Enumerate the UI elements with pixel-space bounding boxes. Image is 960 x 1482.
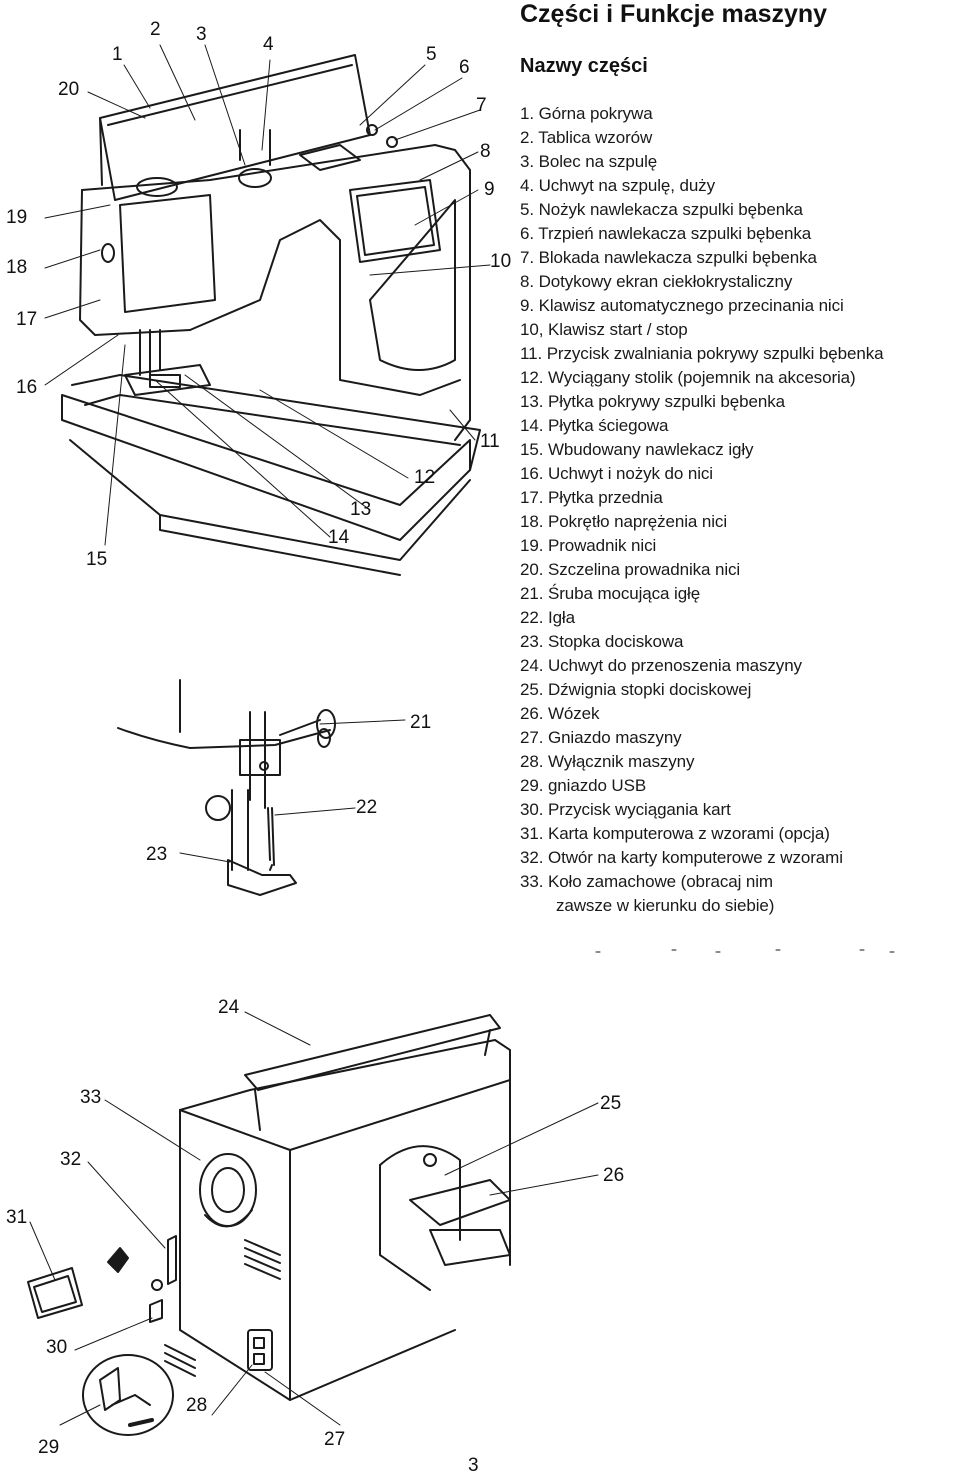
callout-leaders <box>29 44 599 1426</box>
callout-21: 21 <box>410 712 432 733</box>
rear-view-drawing <box>27 1014 511 1436</box>
parts-list-item: 26. Wózek <box>520 704 600 723</box>
callout-13: 13 <box>350 499 372 520</box>
parts-list-item-continuation: zawsze w kierunku do siebie) <box>556 896 775 915</box>
callout-28: 28 <box>186 1395 208 1416</box>
parts-list-item: 27. Gniazdo maszyny <box>520 728 682 747</box>
callout-4: 4 <box>263 34 274 55</box>
parts-list: 1. Górna pokrywa 2. Tablica wzorów 3. Bo… <box>520 102 960 918</box>
callout-23: 23 <box>146 844 168 865</box>
callout-8: 8 <box>480 141 491 162</box>
parts-list-item: 17. Płytka przednia <box>520 488 663 507</box>
callout-7: 7 <box>476 95 487 116</box>
callout-12: 12 <box>414 467 436 488</box>
callout-26: 26 <box>603 1165 625 1186</box>
parts-list-item: 23. Stopka dociskowa <box>520 632 684 651</box>
parts-list-item: 31. Karta komputerowa z wzorami (opcja) <box>520 824 830 843</box>
callout-14: 14 <box>328 527 350 548</box>
callout-6: 6 <box>459 57 470 78</box>
callout-19: 19 <box>6 207 28 228</box>
callout-1: 1 <box>112 44 123 65</box>
parts-list-item: 10, Klawisz start / stop <box>520 320 688 339</box>
callout-17: 17 <box>16 309 38 330</box>
presser-foot-drawing <box>117 679 336 896</box>
callout-30: 30 <box>46 1337 68 1358</box>
parts-list-item: 18. Pokrętło naprężenia nici <box>520 512 727 531</box>
callout-16: 16 <box>16 377 38 398</box>
parts-list-item: 24. Uchwyt do przenoszenia maszyny <box>520 656 802 675</box>
parts-list-item: 13. Płytka pokrywy szpulki bębenka <box>520 392 785 411</box>
parts-list-item: 12. Wyciągany stolik (pojemnik na akceso… <box>520 368 856 387</box>
callout-18: 18 <box>6 257 28 278</box>
parts-list-item: 14. Płytka ściegowa <box>520 416 669 435</box>
callout-24: 24 <box>218 997 240 1018</box>
page-title: Części i Funkcje maszyny <box>520 0 828 28</box>
callout-11: 11 <box>480 431 500 452</box>
callout-29: 29 <box>38 1437 60 1458</box>
parts-list-item: 16. Uchwyt i nożyk do nici <box>520 464 713 483</box>
parts-list-item: 3. Bolec na szpulę <box>520 152 658 171</box>
parts-list-item: 21. Śruba mocująca igłę <box>520 584 701 603</box>
callout-15: 15 <box>86 549 108 570</box>
callout-22: 22 <box>356 797 378 818</box>
parts-list-item: 7. Blokada nawlekacza szpulki bębenka <box>520 248 817 267</box>
parts-list-item: 19. Prowadnik nici <box>520 536 657 555</box>
page-number: 3 <box>468 1455 479 1476</box>
parts-list-item: 8. Dotykowy ekran ciekłokrystaliczny <box>520 272 793 291</box>
callout-5: 5 <box>426 44 437 65</box>
parts-list-item: 25. Dźwignia stopki dociskowej <box>520 680 752 699</box>
parts-list-item: 28. Wyłącznik maszyny <box>520 752 695 771</box>
parts-list-item: 29. gniazdo USB <box>520 776 647 795</box>
callout-33: 33 <box>80 1087 102 1108</box>
callout-32: 32 <box>60 1149 82 1170</box>
parts-list-item: 2. Tablica wzorów <box>520 128 653 147</box>
parts-list-item: 1. Górna pokrywa <box>520 104 653 123</box>
callout-25: 25 <box>600 1093 622 1114</box>
callout-27: 27 <box>324 1429 346 1450</box>
parts-list-item: 11. Przycisk zwalniania pokrywy szpulki … <box>520 344 884 363</box>
separator-dots <box>595 949 895 953</box>
callout-20: 20 <box>58 79 80 100</box>
parts-list-item: 33. Koło zamachowe (obracaj nim <box>520 872 773 891</box>
callout-31: 31 <box>6 1207 28 1228</box>
parts-list-item: 22. Igła <box>520 608 575 627</box>
parts-list-item: 4. Uchwyt na szpulę, duży <box>520 176 715 195</box>
callout-3: 3 <box>196 24 207 45</box>
section-subtitle: Nazwy części <box>520 55 648 77</box>
parts-list-item: 32. Otwór na karty komputerowe z wzorami <box>520 848 843 867</box>
parts-list-item: 5. Nożyk nawlekacza szpulki bębenka <box>520 200 803 219</box>
parts-list-item: 30. Przycisk wyciągania kart <box>520 800 731 819</box>
parts-list-item: 6. Trzpień nawlekacza szpulki bębenka <box>520 224 812 243</box>
front-view-drawing <box>61 54 481 576</box>
callout-10: 10 <box>490 251 512 272</box>
callout-2: 2 <box>150 19 161 40</box>
callout-9: 9 <box>484 179 495 200</box>
parts-list-item: 15. Wbudowany nawlekacz igły <box>520 440 754 459</box>
parts-list-item: 9. Klawisz automatycznego przecinania ni… <box>520 296 844 315</box>
parts-list-item: 20. Szczelina prowadnika nici <box>520 560 741 579</box>
